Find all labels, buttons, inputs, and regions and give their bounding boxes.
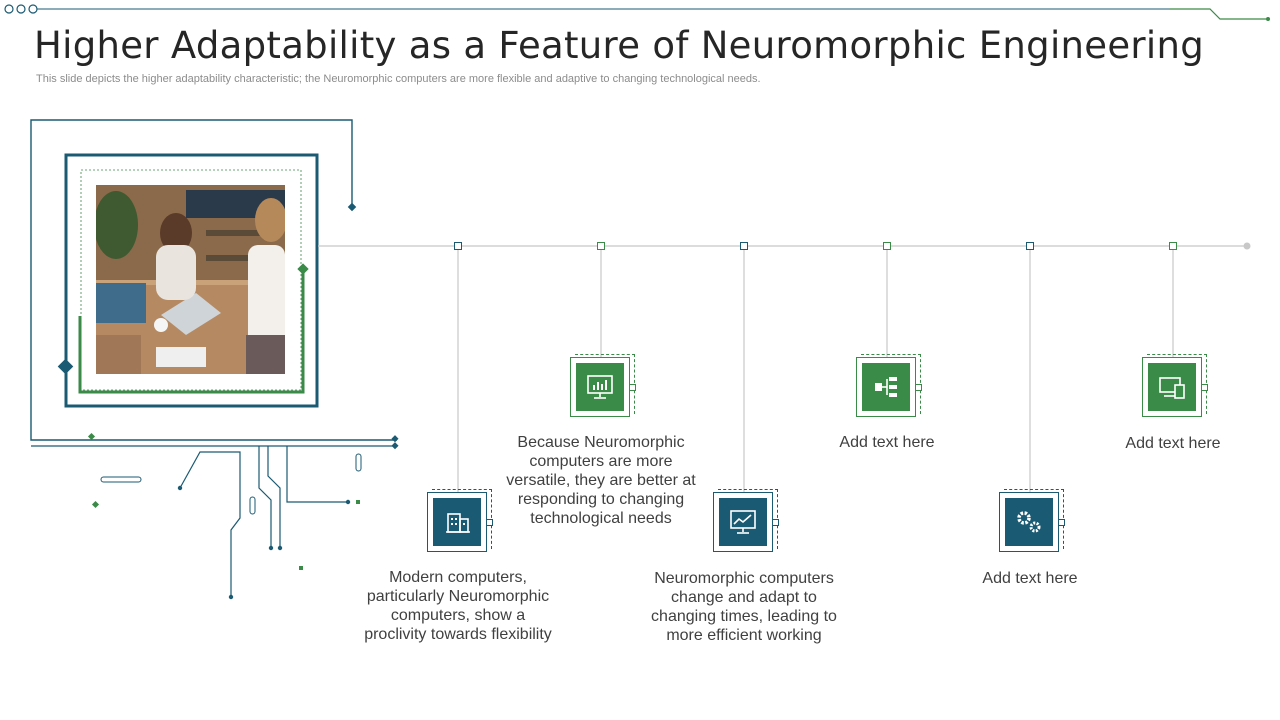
meeting-photo [96, 185, 285, 374]
office-meeting-photo-icon [96, 185, 285, 374]
node-6-text: Add text here [1125, 435, 1221, 452]
timeline-marker [1026, 242, 1034, 250]
building-icon [446, 513, 470, 533]
timeline-marker [740, 242, 748, 250]
node-4-text: Add text here [839, 434, 935, 451]
timeline-marker [454, 242, 462, 250]
devices-icon [1159, 377, 1185, 399]
node-1-box [427, 489, 493, 552]
node-3-text: Neuromorphic computers change and adapt … [651, 570, 837, 644]
node-5-text: Add text here [982, 570, 1078, 587]
timeline-marker [1169, 242, 1177, 250]
timeline-marker [597, 242, 605, 250]
circuit-decoration [30, 119, 399, 600]
node-4-box [856, 354, 922, 417]
node-6-box [1142, 354, 1208, 417]
node-2-text: Because Neuromorphic computers are more … [506, 434, 696, 527]
top-decor-line [4, 4, 1270, 21]
node-2-box [570, 354, 636, 417]
monitor-trend-icon [730, 510, 756, 534]
slide-title: Higher Adaptability as a Feature of Neur… [34, 24, 1205, 67]
timeline-marker [883, 242, 891, 250]
node-3-box [713, 489, 779, 552]
hierarchy-icon [875, 377, 897, 397]
slide-subtitle: This slide depicts the higher adaptabili… [36, 73, 761, 85]
gears-icon [1017, 511, 1041, 533]
node-5-box [999, 489, 1065, 552]
monitor-chart-icon [587, 375, 613, 399]
node-1-text: Modern computers, particularly Neuromorp… [364, 569, 552, 643]
